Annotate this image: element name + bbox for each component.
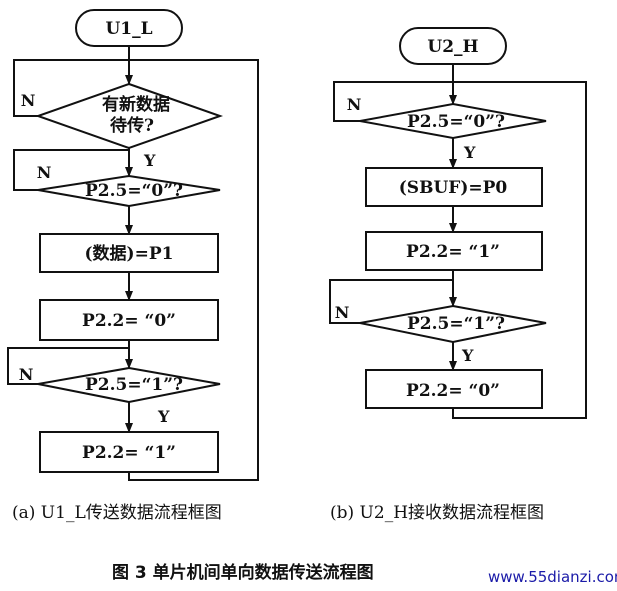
caption-left: (a) U1_L传送数据流程框图 xyxy=(12,503,222,523)
right-process-sbuf-text: (SBUF)=P0 xyxy=(399,178,508,198)
right-label-n1: N xyxy=(347,95,362,114)
watermark-text: www.55dianzi.com xyxy=(488,568,617,586)
left-label-n2: N xyxy=(37,163,52,182)
left-process-p22-zero-text: P2.2= “0” xyxy=(82,311,176,331)
right-process-p22-zero xyxy=(365,369,543,409)
right-process-p22-zero-text: P2.2= “0” xyxy=(406,381,500,401)
right-decision-p25-one-text: P2.5=“1”? xyxy=(407,314,505,334)
left-label-y3: Y xyxy=(157,407,170,426)
right-label-n2: N xyxy=(335,303,350,322)
caption-right: (b) U2_H接收数据流程框图 xyxy=(330,503,544,523)
left-process-data-p1-text: (数据)=P1 xyxy=(85,243,174,264)
right-process-p22-one-text: P2.2= “1” xyxy=(406,242,500,262)
left-decision-new-data-text-1: 有新数据 xyxy=(102,94,170,115)
left-process-p22-one-text: P2.2= “1” xyxy=(82,443,176,463)
left-process-p22-one xyxy=(39,431,219,473)
right-decision-p25-zero-text: P2.5=“0”? xyxy=(407,112,505,132)
right-label-y1: Y xyxy=(463,143,476,162)
left-label-n1: N xyxy=(21,91,36,110)
left-decision-p25-one-text: P2.5=“1”? xyxy=(85,375,183,395)
right-process-sbuf xyxy=(365,167,543,207)
left-decision-p25-zero-text: P2.5=“0”? xyxy=(85,181,183,201)
figure-title: 图 3 单片机间单向数据传送流程图 xyxy=(112,562,374,583)
left-decision-new-data-text-2: 待传? xyxy=(110,115,154,136)
left-process-data-p1 xyxy=(39,233,219,273)
right-start-text: U2_H xyxy=(427,37,478,57)
left-label-n3: N xyxy=(19,365,34,384)
right-label-y2: Y xyxy=(461,346,474,365)
left-start-text: U1_L xyxy=(105,19,152,39)
left-label-y1: Y xyxy=(143,151,156,170)
